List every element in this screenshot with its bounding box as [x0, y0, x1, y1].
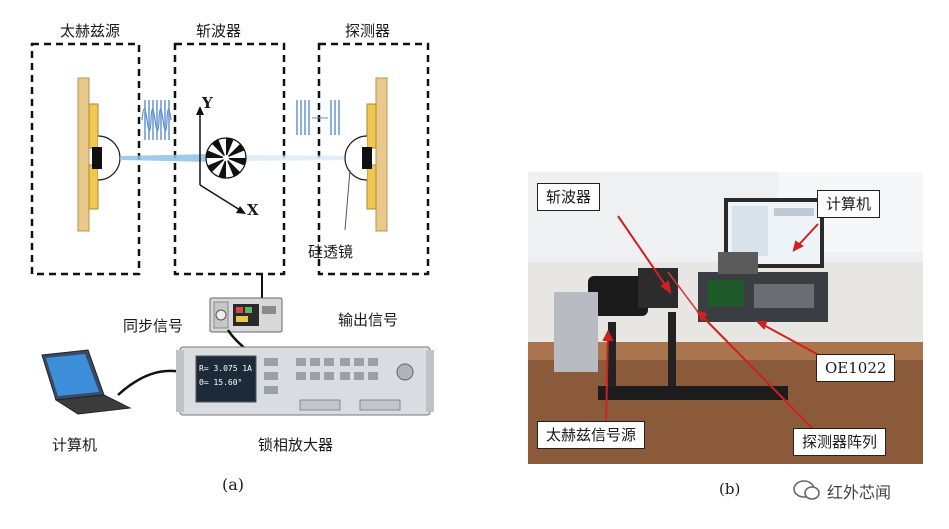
- callout-detector-array: 探测器阵列: [793, 428, 887, 456]
- callout-source: 太赫兹信号源: [537, 421, 646, 449]
- callout-chopper: 斩波器: [537, 183, 601, 211]
- detector-dashed-box: [317, 42, 430, 276]
- lockin-amplifier-device: [176, 346, 434, 416]
- x-axis-label: X: [247, 201, 259, 219]
- output-signal-label: 输出信号: [338, 311, 399, 329]
- thz-wave-detector: [296, 100, 340, 135]
- thz-wave-source: [144, 100, 170, 140]
- x-axis-arrow: [199, 184, 241, 211]
- callout-oe1022: OE1022: [816, 354, 896, 382]
- source-box-label: 太赫兹源: [60, 22, 121, 40]
- detector-box-label: 探测器: [345, 22, 391, 40]
- chopper-box-label: 斩波器: [196, 22, 242, 40]
- lockin-screen: R= 3.075 1A Θ= 15.60°: [199, 362, 252, 390]
- thz-beam: [120, 154, 212, 162]
- thz-source-device: [77, 77, 121, 232]
- lens-label: 硅透镜: [308, 243, 354, 261]
- watermark: 红外芯闻: [793, 477, 933, 503]
- detector-device: [344, 77, 388, 232]
- setup-schematic: [30, 42, 434, 416]
- chopper-wheel: [205, 137, 247, 179]
- caption-b: (b): [719, 480, 741, 498]
- caption-a: (a): [222, 475, 245, 494]
- y-axis-label: Y: [202, 94, 213, 112]
- callout-computer: 计算机: [817, 190, 881, 218]
- laptop-icon: [41, 349, 132, 415]
- callout-arrows: [602, 215, 829, 435]
- chopper-dashed-box: [173, 42, 286, 276]
- lockin-readout-theta: Θ= 15.60°: [199, 378, 243, 387]
- watermark-text: 红外芯闻: [827, 483, 892, 502]
- sync-box: [209, 297, 283, 333]
- lockin-label: 锁相放大器: [258, 436, 334, 454]
- sync-signal-label: 同步信号: [123, 317, 184, 335]
- wechat-icon: [793, 480, 820, 500]
- computer-label: 计算机: [52, 436, 98, 454]
- lockin-readout-r: R= 3.075 1A: [199, 364, 252, 373]
